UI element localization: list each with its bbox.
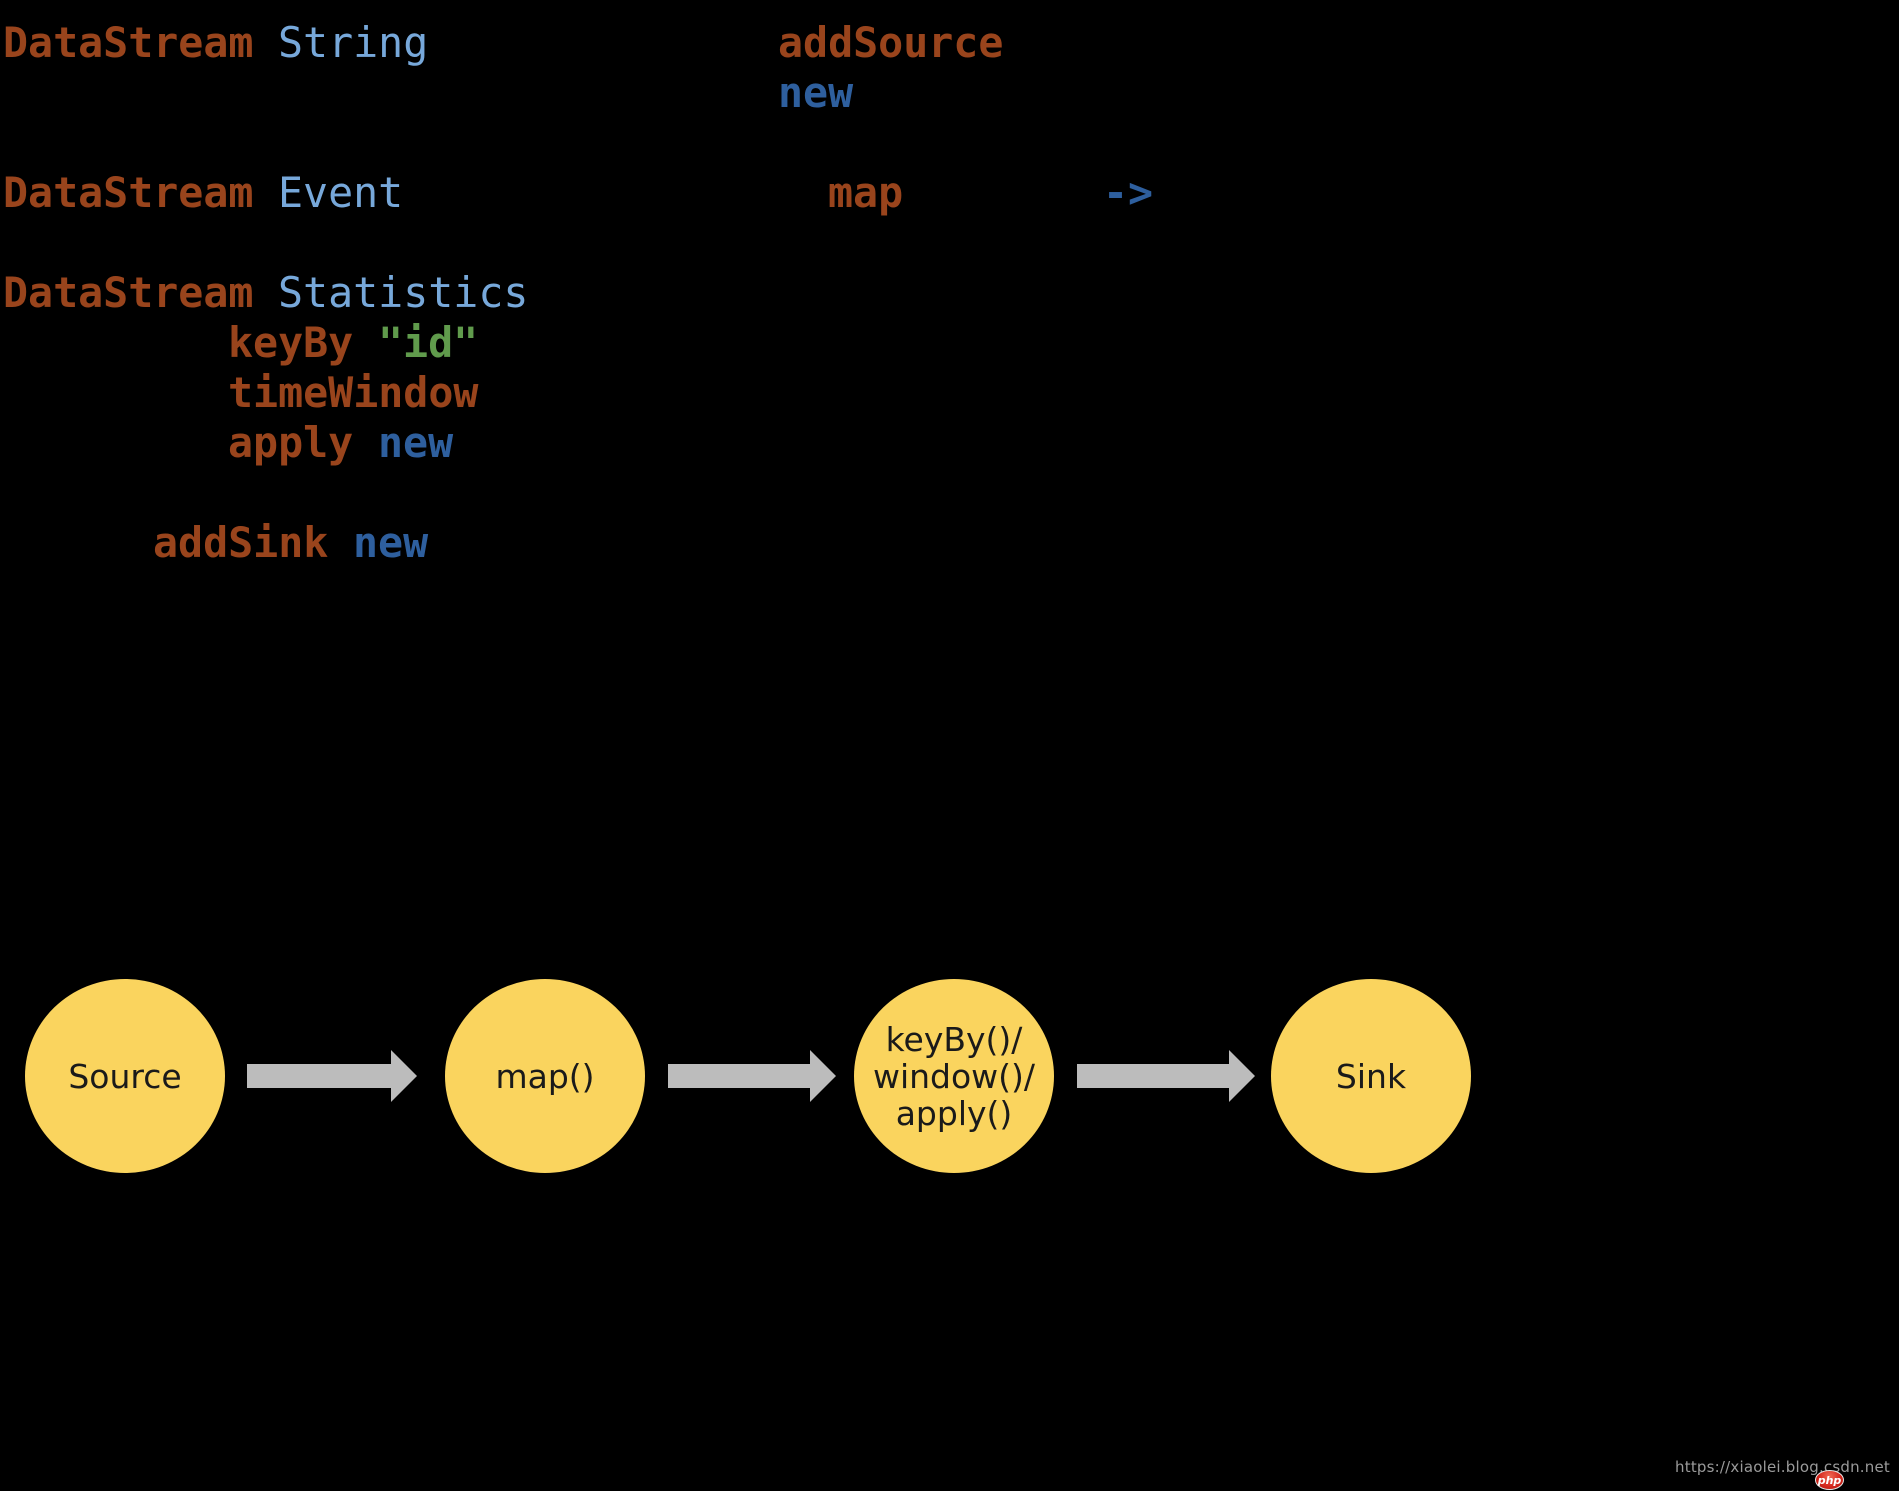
code-token-keyby: keyBy (228, 318, 354, 367)
node-map: map() (445, 979, 645, 1173)
arrow-shaft (1077, 1064, 1229, 1088)
code-token-addsink: addSink (153, 518, 329, 567)
flow-arrow-3 (1077, 1050, 1255, 1102)
code-token-new: new (378, 418, 454, 467)
code-token-statistics: Statistics (278, 268, 529, 317)
php-logo: php (1815, 1470, 1844, 1490)
node-sink: Sink (1271, 979, 1471, 1173)
php-logo-label: php (1817, 1473, 1842, 1487)
arrow-head (1229, 1050, 1255, 1102)
node-label: Sink (1335, 1056, 1407, 1096)
node-label: apply() (895, 1093, 1013, 1133)
arrow-head (810, 1050, 836, 1102)
code-token-new: new (353, 518, 429, 567)
node-label: keyBy()/ (885, 1019, 1023, 1059)
code-token-->: -> (1103, 168, 1154, 217)
code-token-timewindow: timeWindow (228, 368, 479, 417)
node-source: Source (25, 979, 225, 1173)
code-token-datastream: DataStream (3, 18, 254, 67)
node-label: Source (68, 1056, 182, 1096)
code-token-apply: apply (228, 418, 354, 467)
code-token-id: "id" (378, 318, 479, 367)
node-keyby-window-apply: keyBy()/window()/apply() (854, 979, 1054, 1173)
arrow-head (391, 1050, 417, 1102)
code-token-map: map (828, 168, 904, 217)
code-token-event: Event (278, 168, 404, 217)
code-token-addsource: addSource (778, 18, 1004, 67)
code-token-datastream: DataStream (3, 268, 254, 317)
code-token-new: new (778, 68, 854, 117)
arrow-shaft (668, 1064, 810, 1088)
arrow-shaft (247, 1064, 391, 1088)
node-label: window()/ (872, 1056, 1036, 1096)
node-label: map() (495, 1056, 595, 1096)
flow-arrow-2 (668, 1050, 836, 1102)
flow-arrow-1 (247, 1050, 417, 1102)
watermark-url: https://xiaolei.blog.csdn.net (1675, 1458, 1890, 1476)
watermark: https://xiaolei.blog.csdn.net (1675, 1458, 1890, 1476)
code-token-datastream: DataStream (3, 168, 254, 217)
code-token-string: String (278, 18, 429, 67)
